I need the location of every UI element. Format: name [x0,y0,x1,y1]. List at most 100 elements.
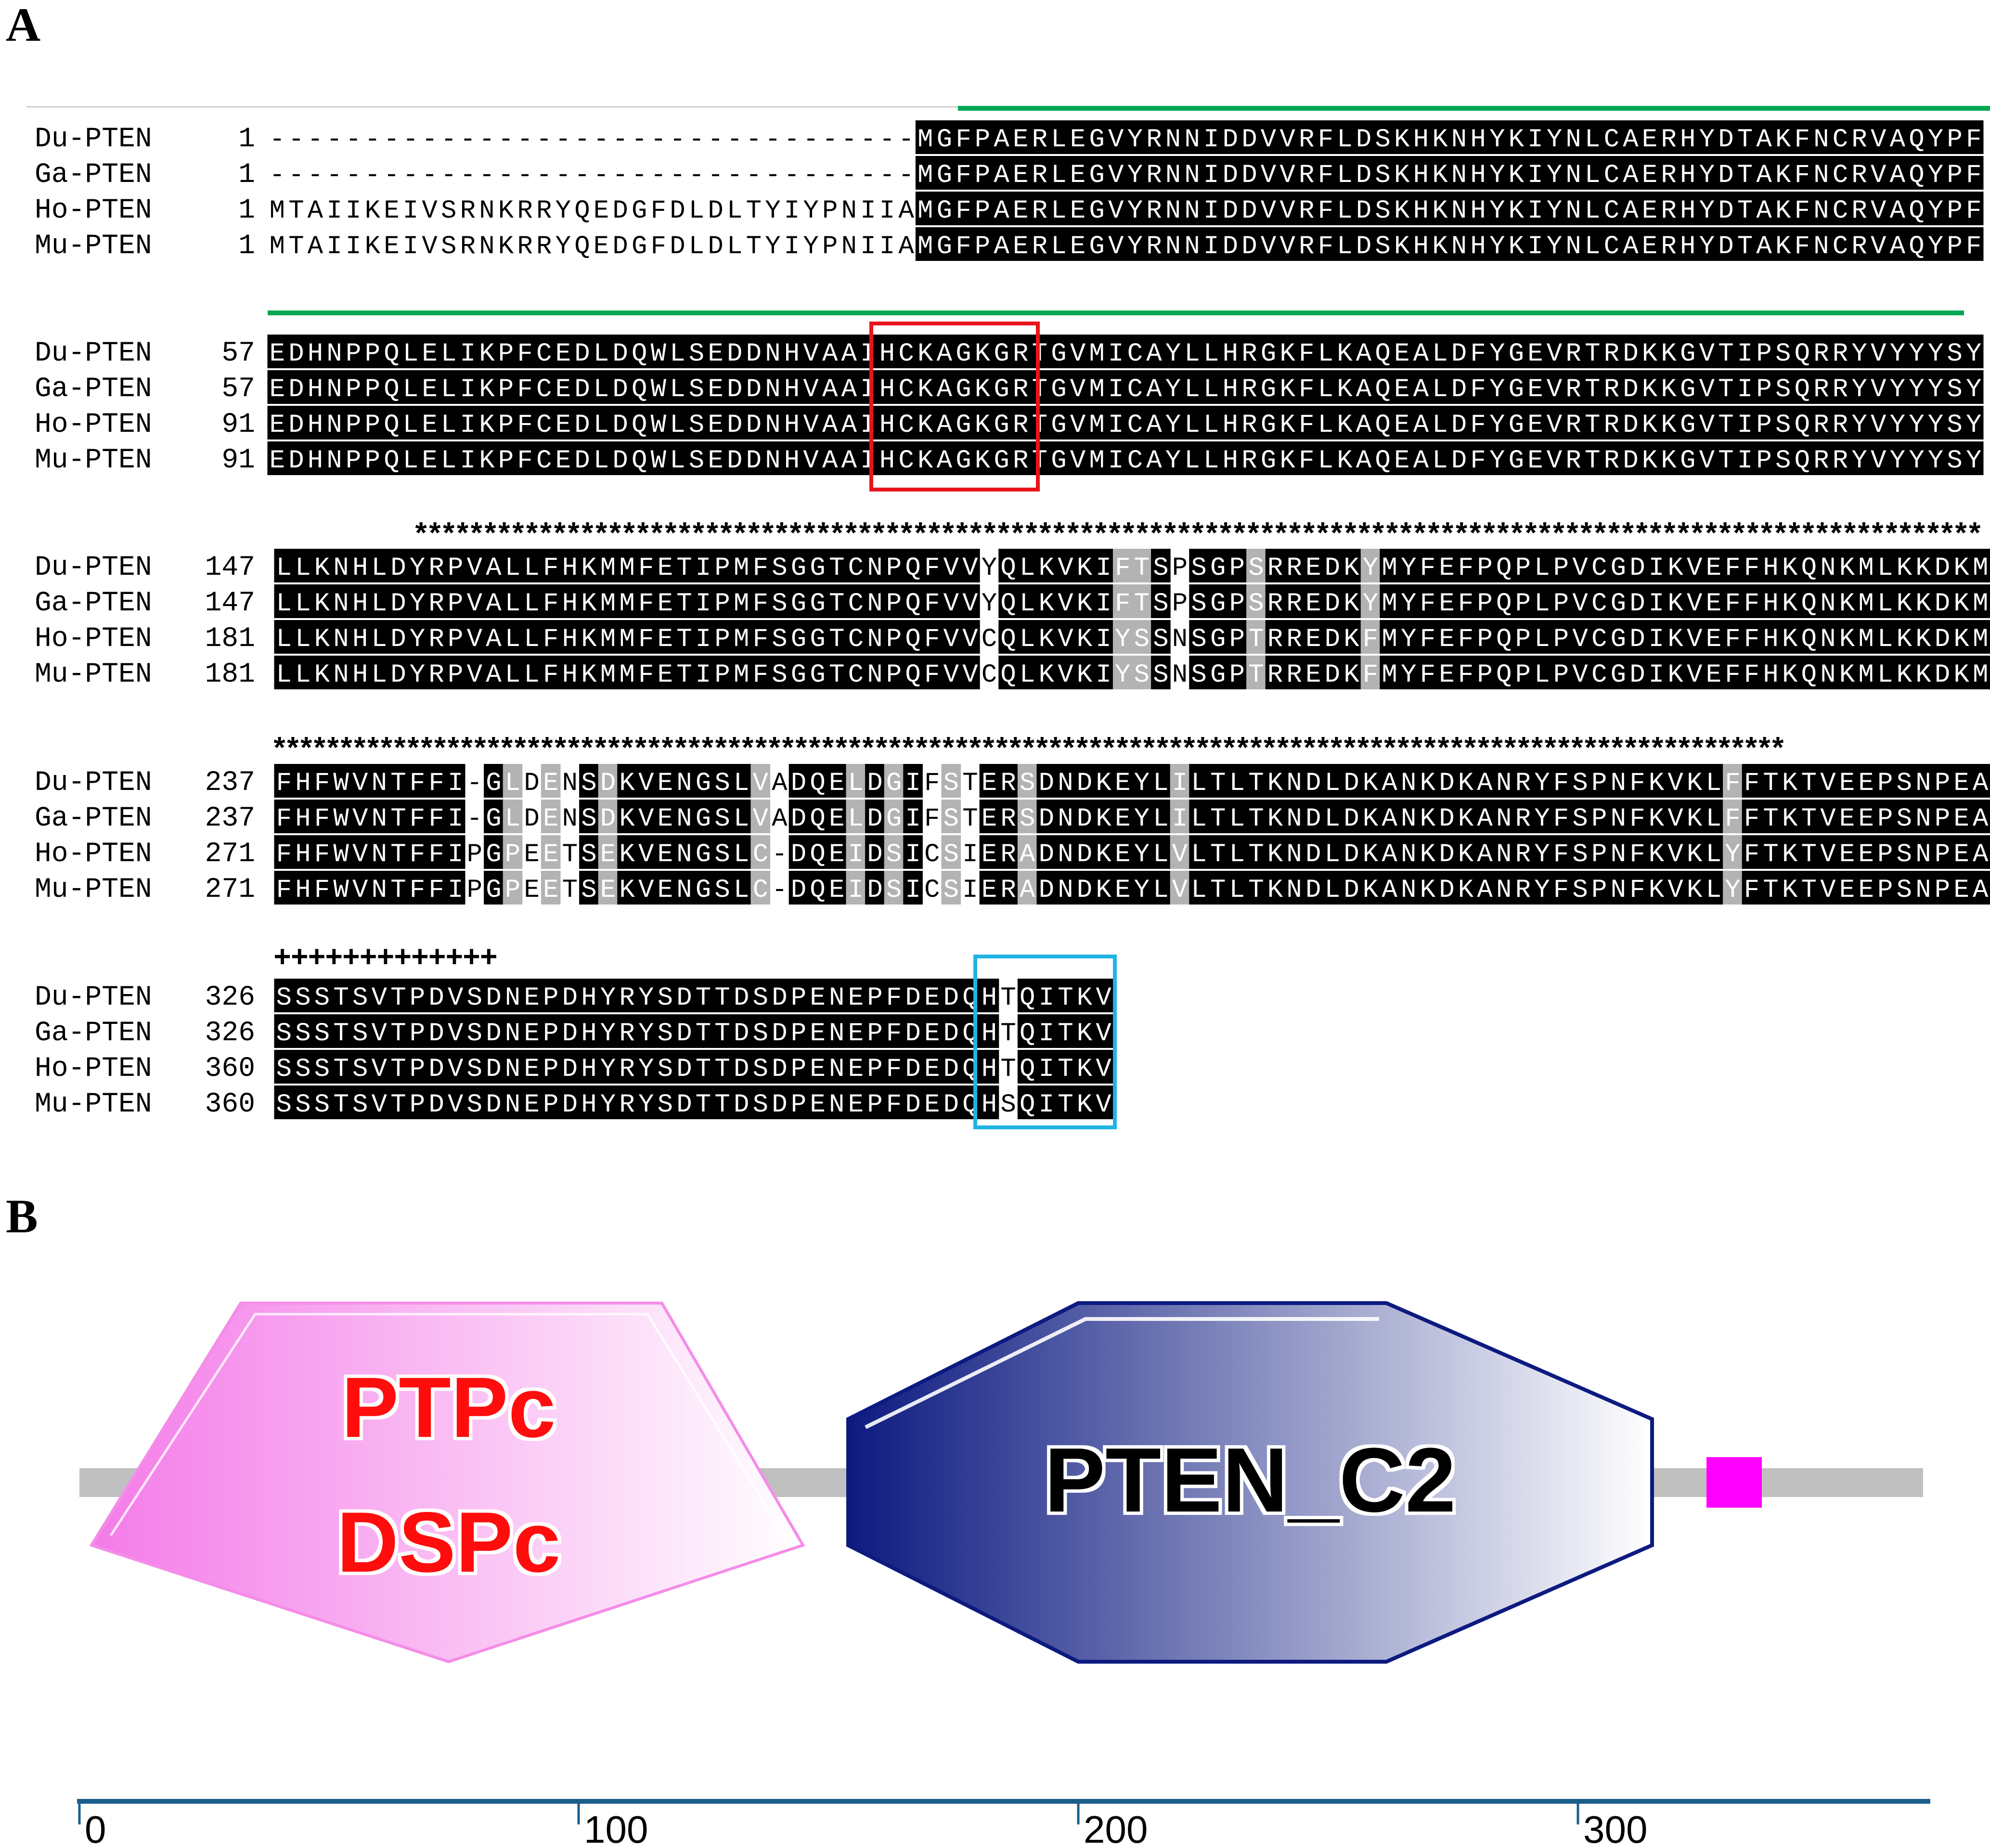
residue: - [803,161,818,190]
residue: L [734,769,749,798]
residue-cell [1373,227,1393,261]
residue: S [276,1055,292,1084]
residue: F [276,769,292,798]
residue: K [1839,625,1855,654]
residue: R [1286,660,1302,690]
residue-cell [1125,227,1145,261]
residue: V [1820,804,1836,834]
residue: K [1839,589,1855,619]
residue: L [1203,339,1219,369]
residue: Y [600,1019,616,1048]
residue-cell [1316,156,1336,190]
residue: H [1470,196,1486,226]
residue: H [879,411,895,440]
seq-start: 237 [205,767,255,799]
residue: N [1286,840,1302,869]
residue: I [1172,769,1188,798]
residue: K [1782,625,1798,654]
residue: E [1439,589,1454,619]
residue-cell [1564,192,1583,225]
residue: R [619,1090,634,1120]
residue: R [1032,196,1047,226]
residue-cell [1564,227,1583,261]
residue: E [1527,446,1543,476]
residue: Y [1909,339,1924,369]
residue: D [1077,876,1092,905]
residue: K [1782,589,1798,619]
residue: P [867,1055,882,1084]
residue: A [486,554,502,583]
residue: S [1000,1090,1016,1120]
residue-cell [1925,227,1946,261]
residue: C [1591,660,1607,690]
residue: - [384,125,399,155]
residue: A [898,232,914,261]
residue: Q [1020,1019,1035,1048]
residue: P [1591,769,1607,798]
residue-cell [1678,227,1698,261]
residue: Y [1547,232,1562,261]
residue: P [791,1055,806,1084]
residue: P [1553,589,1569,619]
residue: V [803,411,819,440]
residue: D [670,232,685,261]
residue: K [1039,625,1055,654]
residue-cell [954,120,973,154]
residue: Y [803,196,818,226]
residue: V [1070,411,1086,440]
residue-cell [1506,227,1526,261]
residue: - [689,161,704,190]
residue: M [1858,625,1874,654]
residue: L [403,411,418,440]
residue: G [937,232,952,261]
residue: Q [1375,375,1390,404]
residue: T [676,554,692,583]
residue: T [1801,769,1817,798]
residue: D [676,1090,692,1120]
residue: R [1604,411,1619,440]
residue: P [975,232,990,261]
residue: - [422,125,437,155]
residue: N [765,375,780,404]
residue: P [867,1090,882,1120]
residue: V [467,660,483,690]
residue: K [1915,625,1931,654]
residue: N [1611,769,1626,798]
residue: F [1629,876,1645,905]
residue: - [898,125,914,155]
residue: V [1172,840,1188,869]
residue: F [276,804,292,834]
residue: I [848,840,864,869]
residue: R [1000,840,1016,869]
residue: A [1756,161,1772,190]
residue: E [982,840,997,869]
residue: I [1039,1055,1054,1084]
residue: F [924,625,940,654]
residue: E [384,232,399,261]
residue: Y [1851,339,1867,369]
residue: I [460,339,476,369]
residue: N [562,804,578,834]
residue-cell [1278,120,1297,154]
residue: N [765,339,780,369]
residue-cell [1144,156,1164,190]
residue: G [1611,589,1626,619]
residue: G [810,554,825,583]
residue-cell [1087,192,1107,225]
residue: I [905,769,920,798]
residue: H [1680,161,1695,190]
residue-cell [1296,227,1317,261]
residue: N [326,446,342,476]
residue: G [1051,339,1066,369]
residue: V [638,876,654,905]
residue: D [772,983,787,1013]
star-annotation-2: ****************************************… [271,734,1787,768]
residue: S [1897,840,1912,869]
residue: H [1763,554,1778,583]
residue: D [574,339,590,369]
residue: V [1667,804,1683,834]
residue: P [505,840,520,869]
seq-start: 360 [205,1053,255,1085]
residue: C [848,554,864,583]
residue: S [276,1090,292,1120]
